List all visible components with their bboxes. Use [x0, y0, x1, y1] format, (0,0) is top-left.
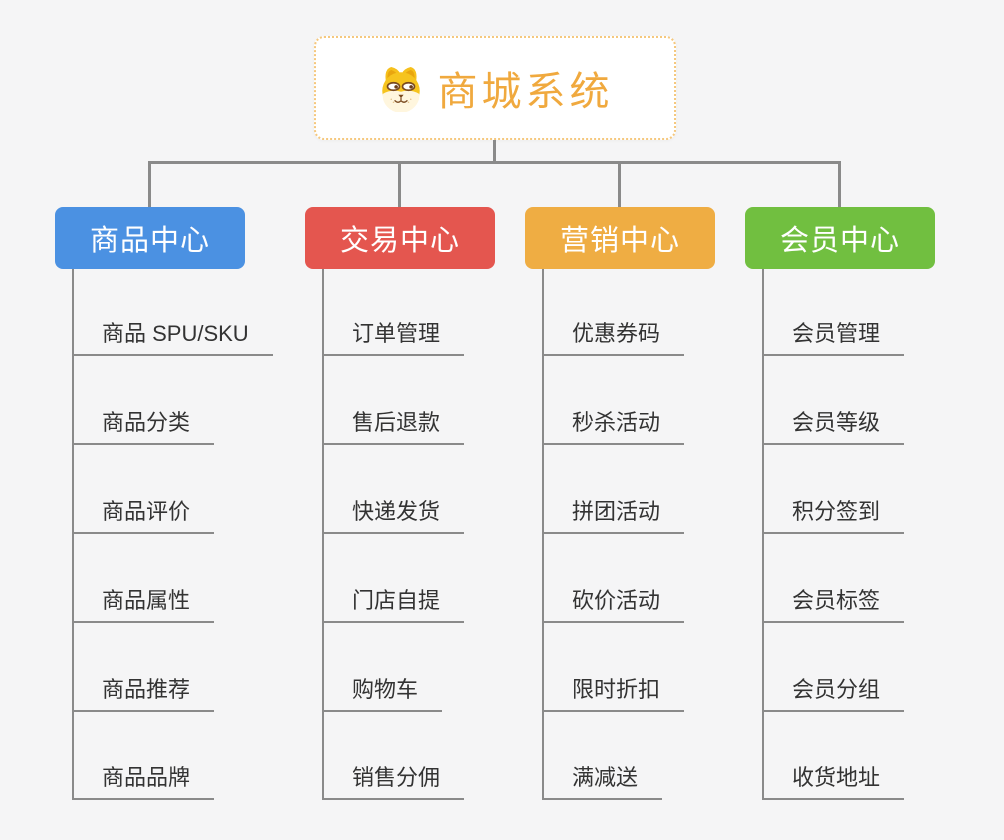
- leaf-node[interactable]: 满减送: [544, 764, 663, 800]
- leaf-node[interactable]: 快递发货: [324, 498, 465, 534]
- leaf-node[interactable]: 拼团活动: [544, 498, 685, 534]
- connector-horizontal: [148, 161, 841, 164]
- leaf-node[interactable]: 优惠券码: [544, 320, 685, 356]
- leaf-node[interactable]: 商品 SPU/SKU: [74, 320, 273, 356]
- column-member-center: 会员管理 会员等级 积分签到 会员标签 会员分组 收货地址: [762, 269, 1002, 800]
- leaf-node[interactable]: 会员分组: [764, 676, 905, 712]
- leaf-node[interactable]: 秒杀活动: [544, 409, 685, 445]
- leaf-node[interactable]: 售后退款: [324, 409, 465, 445]
- leaf-node[interactable]: 购物车: [324, 676, 443, 712]
- leaf-node[interactable]: 门店自提: [324, 587, 465, 623]
- column-marketing-center: 优惠券码 秒杀活动 拼团活动 砍价活动 限时折扣 满减送: [542, 269, 782, 800]
- connector-branch-drop: [838, 161, 841, 207]
- dog-face-icon: [381, 67, 420, 112]
- leaf-node[interactable]: 会员等级: [764, 409, 905, 445]
- branch-node-product-center[interactable]: 商品中心: [55, 207, 245, 269]
- connector-branch-drop: [148, 161, 151, 207]
- leaf-node[interactable]: 商品分类: [74, 409, 215, 445]
- connector-branch-drop: [398, 161, 401, 207]
- connector-root-drop: [493, 140, 496, 163]
- leaf-node[interactable]: 会员管理: [764, 320, 905, 356]
- connector-branch-drop: [618, 161, 621, 207]
- leaf-node[interactable]: 商品评价: [74, 498, 215, 534]
- column-trade-center: 订单管理 售后退款 快递发货 门店自提 购物车 销售分佣: [322, 269, 562, 800]
- branch-node-trade-center[interactable]: 交易中心: [305, 207, 495, 269]
- leaf-node[interactable]: 销售分佣: [324, 764, 465, 800]
- branch-node-member-center[interactable]: 会员中心: [745, 207, 935, 269]
- column-product-center: 商品 SPU/SKU 商品分类 商品评价 商品属性 商品推荐 商品品牌: [72, 269, 312, 800]
- leaf-node[interactable]: 商品属性: [74, 587, 215, 623]
- branch-node-marketing-center[interactable]: 营销中心: [525, 207, 715, 269]
- leaf-node[interactable]: 积分签到: [764, 498, 905, 534]
- leaf-node[interactable]: 商品品牌: [74, 764, 215, 800]
- leaf-node[interactable]: 限时折扣: [544, 676, 685, 712]
- leaf-node[interactable]: 会员标签: [764, 587, 905, 623]
- leaf-node[interactable]: 砍价活动: [544, 587, 685, 623]
- leaf-node[interactable]: 收货地址: [764, 764, 905, 800]
- root-title: 商城系统: [437, 70, 614, 114]
- root-node[interactable]: 商城系统: [314, 36, 676, 140]
- leaf-node[interactable]: 订单管理: [324, 320, 465, 356]
- leaf-node[interactable]: 商品推荐: [74, 676, 215, 712]
